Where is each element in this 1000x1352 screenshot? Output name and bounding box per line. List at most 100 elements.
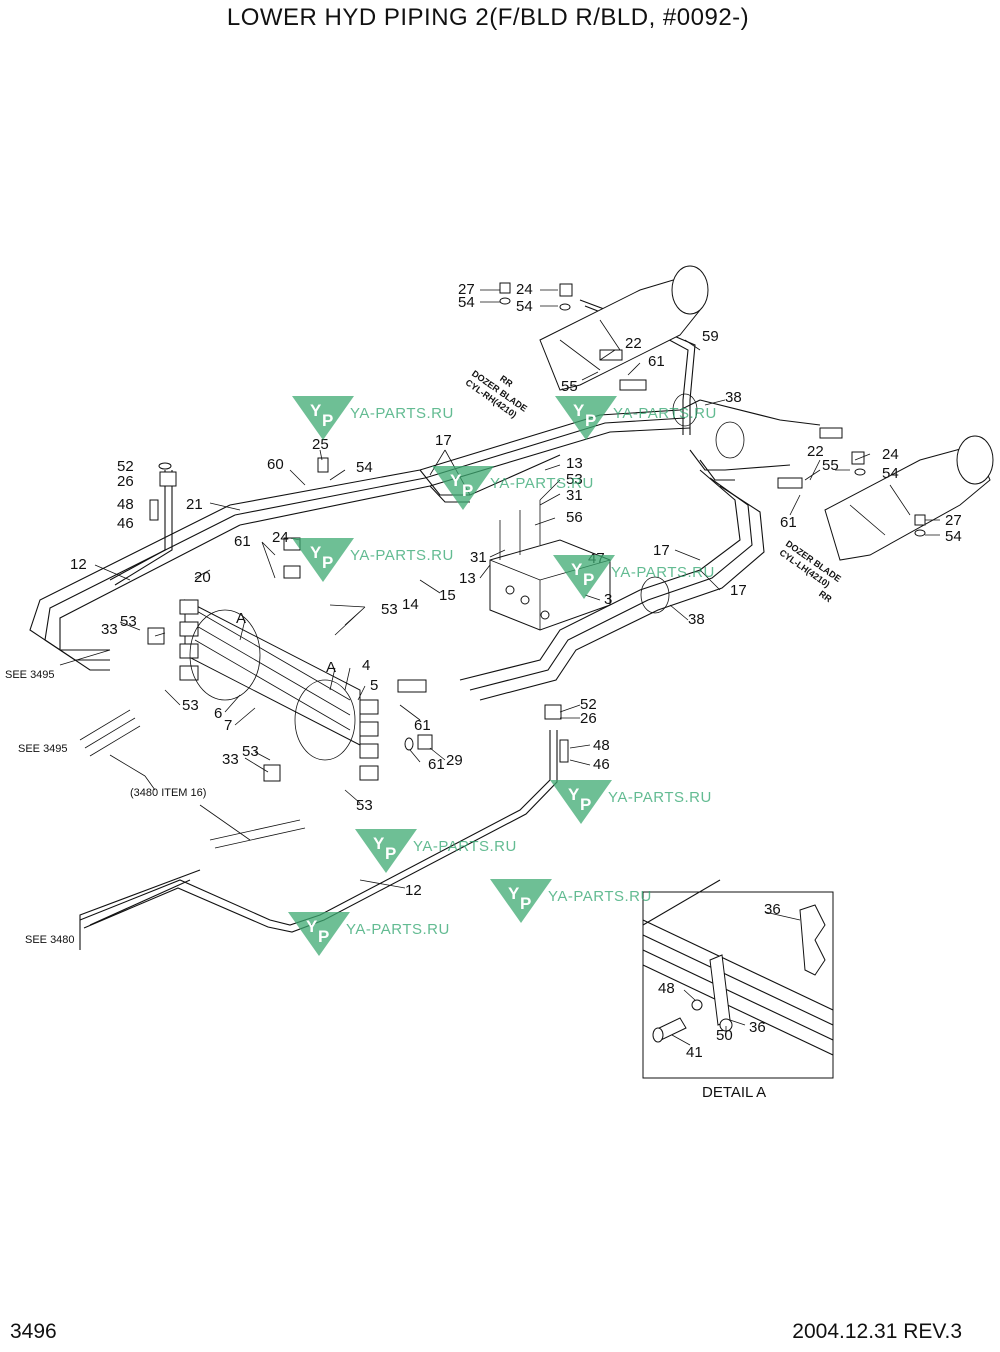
callout: 33 [222,751,239,768]
callout: 33 [101,621,118,638]
svg-text:Y: Y [568,785,580,804]
callout: 14 [402,596,419,613]
callout: 54 [945,528,962,545]
callout: 55 [822,457,839,474]
callout: 59 [702,328,719,345]
callout: 38 [725,389,742,406]
svg-text:YA-PARTS.RU: YA-PARTS.RU [346,921,450,938]
callout: 53 [182,697,199,714]
callout: 38 [688,611,705,628]
fitting-manifold [179,599,379,781]
detail-callout: 41 [686,1044,703,1061]
svg-text:P: P [318,927,329,946]
callout: 54 [458,294,475,311]
svg-text:Y: Y [508,884,520,903]
callout: A [236,610,246,627]
cylinder-rh-labels: RR DOZER BLADE CYL-RH(4210) [464,368,529,420]
cylinder-lh-labels: DOZER BLADE CYL-LH(4210) RR [778,538,843,605]
callout: 17 [435,432,452,449]
callout: 6 [214,705,222,722]
callout: 22 [625,335,642,352]
page-title: LOWER HYD PIPING 2(F/BLD R/BLD, #0092-) [226,4,750,31]
callout: 26 [580,710,597,727]
callout: 31 [566,487,583,504]
svg-text:YA-PARTS.RU: YA-PARTS.RU [350,405,454,422]
callout: 46 [593,756,610,773]
watermark-logo: Y P YA-PARTS.RU [553,555,715,599]
svg-text:P: P [583,570,594,589]
svg-text:Y: Y [571,560,583,579]
detail-a: 36 48 36 50 41 [642,879,834,1079]
callout: 24 [272,529,289,546]
callout: 54 [516,298,533,315]
callout: 17 [653,542,670,559]
callout: 52 [117,458,134,475]
callout: 13 [566,455,583,472]
svg-text:YA-PARTS.RU: YA-PARTS.RU [608,789,712,806]
watermark-logo: Y P YA-PARTS.RU [292,396,454,440]
detail-callout: 48 [658,980,675,997]
callout: 7 [224,717,232,734]
callout: 53 [381,601,398,618]
callout: 4 [362,657,370,674]
svg-text:Y: Y [450,471,462,490]
callout: 55 [561,378,578,395]
callout: 54 [356,459,373,476]
watermark-logo: Y P YA-PARTS.RU [490,879,652,923]
callout: 53 [356,797,373,814]
callout: 53 [242,743,259,760]
svg-text:Y: Y [310,543,322,562]
dozer-cylinder-rh [539,265,709,391]
svg-text:YA-PARTS.RU: YA-PARTS.RU [611,564,715,581]
callout: 54 [882,465,899,482]
callout: 12 [70,556,87,573]
callout: 13 [459,570,476,587]
callout: 61 [414,717,431,734]
svg-text:YA-PARTS.RU: YA-PARTS.RU [548,888,652,905]
svg-text:P: P [322,553,333,572]
svg-text:Y: Y [306,917,318,936]
watermark-logo: Y P YA-PARTS.RU [288,912,450,956]
detail-callout: 36 [764,901,781,918]
callout: A [326,659,336,676]
svg-text:YA-PARTS.RU: YA-PARTS.RU [413,838,517,855]
svg-text:P: P [520,894,531,913]
svg-text:Y: Y [310,401,322,420]
reference-label: SEE 3495 [5,669,55,681]
revision-date: 2004.12.31 REV.3 [792,1320,962,1343]
callout: 29 [446,752,463,769]
detail-caption: DETAIL A [702,1084,766,1101]
callout: 53 [566,471,583,488]
callout: 27 [945,512,962,529]
reference-label: SEE 3495 [18,743,68,755]
svg-text:RR: RR [817,589,834,605]
callout: 56 [566,509,583,526]
svg-text:YA-PARTS.RU: YA-PARTS.RU [350,547,454,564]
watermark-logo: Y P YA-PARTS.RU [550,780,712,824]
callout: 48 [117,496,134,513]
watermarks: Y P YA-PARTS.RU Y P YA-PARTS.RU Y P YA-P… [288,396,717,956]
detail-callout: 36 [749,1019,766,1036]
svg-text:P: P [462,481,473,500]
callout: 12 [405,882,422,899]
callout: 61 [234,533,251,550]
svg-text:P: P [580,795,591,814]
reference-label: SEE 3480 [25,934,75,946]
callout: 21 [186,496,203,513]
callout-labels: 27 54 24 54 59 22 61 55 38 17 25 54 60 5… [70,281,962,899]
svg-text:P: P [585,411,596,430]
pipe-bundle [29,299,821,950]
callout: 17 [730,582,747,599]
callout: 3 [604,591,612,608]
callout: 53 [120,613,137,630]
svg-text:YA-PARTS.RU: YA-PARTS.RU [613,405,717,422]
callout: 26 [117,473,134,490]
svg-text:P: P [385,844,396,863]
callout: 48 [593,737,610,754]
callout: 20 [194,569,211,586]
watermark-logo: Y P YA-PARTS.RU [292,538,454,582]
callout: 60 [267,456,284,473]
callout: 24 [882,446,899,463]
callout: 22 [807,443,824,460]
